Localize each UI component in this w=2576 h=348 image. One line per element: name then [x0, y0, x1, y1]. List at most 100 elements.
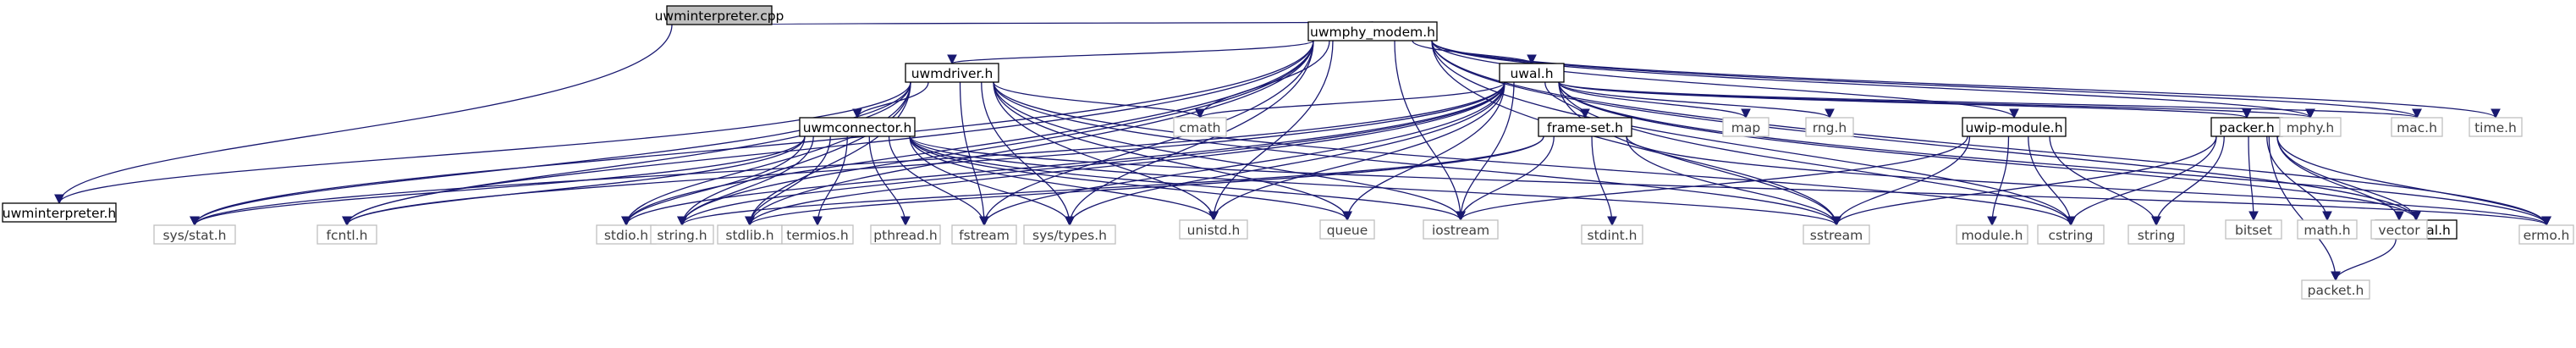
edge-uwmdriver-to-sstream	[993, 81, 1841, 227]
node-box	[1023, 224, 1116, 245]
edge-uwmphy_modem-to-uwmdriver	[947, 40, 1314, 65]
edge-uwal-to-cmath	[1195, 81, 1505, 119]
node-label: packer.h	[2219, 120, 2275, 135]
edge-uwal-to-stringh	[677, 81, 1505, 227]
node-label: stdio.h	[604, 228, 648, 243]
node-map: map	[1722, 117, 1770, 137]
node-box	[2370, 219, 2428, 240]
edge-uwmconnector-to-stdio	[621, 135, 806, 227]
node-mathh: math.h	[2297, 219, 2358, 240]
node-box	[650, 224, 714, 245]
edge-uwmconnector-to-stringh	[677, 135, 814, 227]
edge-uwmconnector-to-systypes	[909, 135, 1075, 227]
node-uwipmodule[interactable]: uwip-module.h	[1962, 117, 2067, 137]
node-uwmconnector[interactable]: uwmconnector.h	[799, 117, 916, 137]
node-box	[1499, 63, 1565, 83]
node-packeth: packet.h	[2301, 279, 2370, 300]
edge-uwmdriver-to-uwminterpreter	[54, 81, 911, 205]
node-time: time.h	[2469, 117, 2523, 137]
edge-uwmdriver-to-fcntl	[342, 81, 911, 227]
node-label: uwmdriver.h	[911, 66, 994, 81]
node-label: packet.h	[2308, 283, 2364, 298]
edge-uwmdriver-to-stdlib	[745, 81, 911, 227]
edge-uwmdriver-to-queue	[993, 81, 1352, 222]
edge-frameset-to-stdint	[1591, 135, 1617, 227]
node-label: mac.h	[2397, 120, 2437, 135]
edge-uwmconnector-to-unistd	[909, 135, 1219, 222]
node-box	[2301, 279, 2370, 300]
node-frameset[interactable]: frame-set.h	[1538, 117, 1632, 137]
edge-uwipmodule-to-sstream	[1831, 135, 1971, 227]
edge-uwmdriver-to-sysstat	[190, 81, 911, 227]
node-label: string.h	[657, 228, 707, 243]
node-systypes: sys/types.h	[1023, 224, 1116, 245]
edge-uwmphy_modem-to-systypes	[1065, 40, 1314, 227]
node-packer[interactable]: packer.h	[2210, 117, 2283, 137]
edge-uwal-to-mac	[1558, 81, 2422, 119]
node-box	[1179, 219, 1248, 240]
node-label: fcntl.h	[327, 228, 368, 243]
node-box	[2297, 219, 2358, 240]
edge-uwmphy_modem-to-mphy	[1431, 40, 2315, 119]
node-uwal[interactable]: uwal.h	[1499, 63, 1565, 83]
node-box	[1319, 219, 1375, 240]
edge-uwal-to-unistd	[1208, 81, 1505, 222]
edge-frameset-to-stringh	[677, 135, 1544, 227]
edge-uwal-to-mphy	[1558, 81, 2315, 119]
node-label: iostream	[1432, 223, 1489, 238]
edge-uwal-to-cstring	[1558, 81, 2076, 227]
nodes-layer: uwminterpreter.cpp uwmphy_modem.h uwminter…	[2, 5, 2574, 300]
node-box	[799, 117, 916, 137]
edge-packer-to-ermo	[2276, 135, 2551, 227]
edge-uwmconnector-to-ermo	[909, 135, 2551, 227]
edge-root-to-uwmphy_modem	[766, 21, 1373, 32]
edge-uwmdriver-to-fstream	[959, 81, 989, 227]
node-sstream: sstream	[1803, 224, 1870, 245]
node-label: bitset	[2235, 223, 2272, 238]
node-box	[2, 202, 117, 223]
node-unistd: unistd.h	[1179, 219, 1248, 240]
node-stringh: string.h	[650, 224, 714, 245]
node-label: queue	[1327, 223, 1368, 238]
node-label: time.h	[2474, 120, 2517, 135]
node-box	[2225, 219, 2282, 240]
node-label: pthread.h	[873, 228, 937, 243]
node-uwmdriver[interactable]: uwmdriver.h	[905, 63, 999, 83]
node-label: sys/types.h	[1032, 228, 1107, 243]
node-uwminterpreter[interactable]: uwminterpreter.h	[2, 202, 117, 223]
node-queue: queue	[1319, 219, 1375, 240]
edge-uwmconnector-to-sysstat	[190, 135, 806, 227]
edge-frameset-to-sstream	[1626, 135, 1841, 227]
edge-uwmconnector-to-fstream	[888, 135, 989, 227]
node-label: stdint.h	[1588, 228, 1638, 243]
edge-uwmphy_modem-to-cmath	[1195, 40, 1330, 119]
node-label: rng.h	[1813, 120, 1847, 135]
node-fcntl: fcntl.h	[316, 224, 377, 245]
edge-uwal-to-sstream	[1558, 81, 1841, 227]
edge-uwmconnector-to-pthread	[868, 135, 911, 227]
node-box	[2279, 117, 2342, 137]
edge-uwipmodule-to-iostream	[1456, 135, 1968, 222]
node-uwmphy_modem[interactable]: uwmphy_modem.h	[1307, 21, 1438, 41]
edge-frameset-to-ermo	[1626, 135, 2551, 227]
edge-uwal-to-frameset	[1544, 81, 1590, 119]
edge-uwmdriver-to-cstring	[993, 81, 2076, 227]
edge-packer-to-packeth	[2268, 135, 2341, 282]
edge-uwal-to-rng	[1558, 81, 1835, 119]
node-label: unistd.h	[1187, 223, 1241, 238]
edge-uwal-to-sysstat	[190, 81, 1505, 227]
edge-uwmphy_modem-to-unistd	[1208, 40, 1334, 222]
node-box	[1722, 117, 1770, 137]
edge-uwmphy_modem-to-sysstat	[190, 40, 1314, 227]
node-string: string	[2127, 224, 2185, 245]
node-root[interactable]: uwminterpreter.cpp	[655, 5, 784, 25]
node-label: string	[2138, 228, 2176, 243]
node-box	[2037, 224, 2105, 245]
node-label: fstream	[959, 228, 1010, 243]
node-box	[316, 224, 377, 245]
node-sysstat: sys/stat.h	[153, 224, 236, 245]
node-box	[1962, 117, 2067, 137]
edge-uwmconnector-to-termios	[812, 135, 848, 227]
node-label: uwminterpreter.h	[3, 206, 116, 221]
edge-uwmphy_modem-to-hdruwal	[1431, 40, 2421, 222]
